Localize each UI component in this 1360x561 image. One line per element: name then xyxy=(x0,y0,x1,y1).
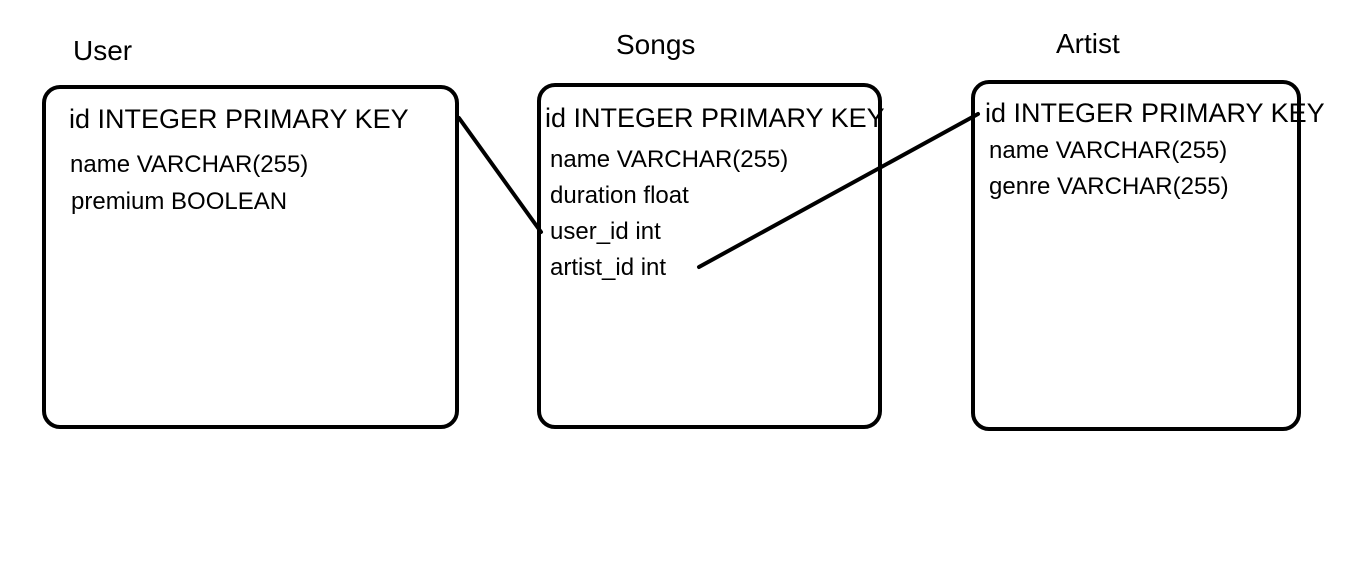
user-table-title: User xyxy=(73,35,133,66)
artist-field-name: name VARCHAR(255) xyxy=(989,137,1228,164)
songs-field-artist-id: artist_id int xyxy=(550,254,667,281)
artist-table xyxy=(971,80,1301,431)
songs-field-name: name VARCHAR(255) xyxy=(550,146,789,173)
songs-table-title: Songs xyxy=(616,29,696,60)
user-table xyxy=(42,85,459,429)
user-field-name: name VARCHAR(255) xyxy=(70,151,309,178)
songs-field-duration: duration float xyxy=(550,182,689,209)
user-id-to-songs-user-id-connector xyxy=(457,116,543,234)
artist-field-genre: genre VARCHAR(255) xyxy=(989,173,1229,200)
user-field-premium: premium BOOLEAN xyxy=(71,188,288,215)
user-field-id: id INTEGER PRIMARY KEY xyxy=(69,104,409,134)
artist-field-id: id INTEGER PRIMARY KEY xyxy=(985,98,1325,128)
artist-table-title: Artist xyxy=(1056,28,1120,59)
songs-field-id: id INTEGER PRIMARY KEY xyxy=(545,103,885,133)
songs-field-user-id: user_id int xyxy=(550,218,661,245)
